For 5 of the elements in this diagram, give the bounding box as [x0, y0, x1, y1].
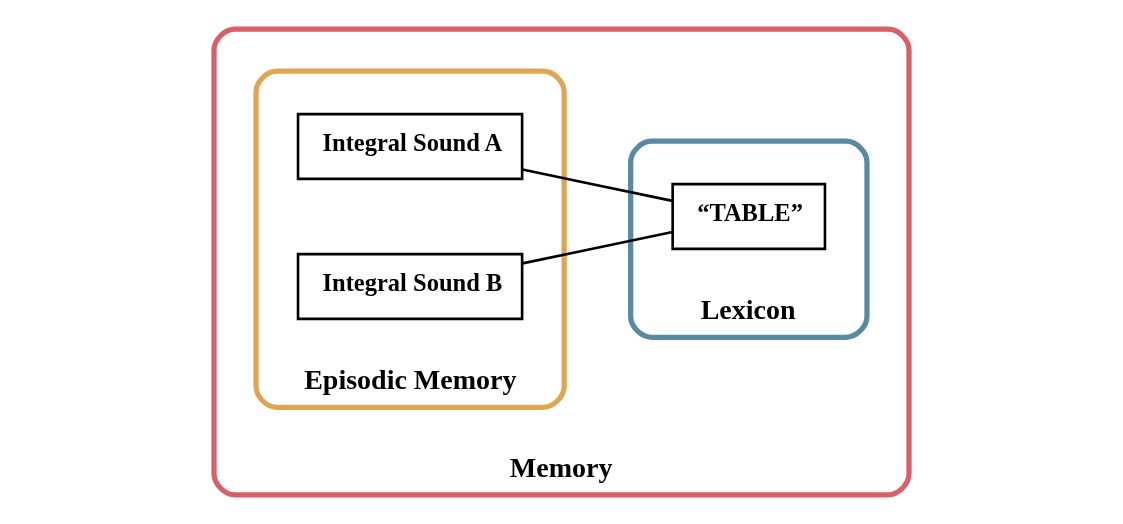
connector — [522, 168, 673, 203]
node-box: Integral Sound B — [296, 252, 524, 321]
connector — [522, 230, 673, 265]
node-box: Integral Sound A — [296, 112, 524, 181]
node-box: “TABLE” — [671, 182, 827, 251]
